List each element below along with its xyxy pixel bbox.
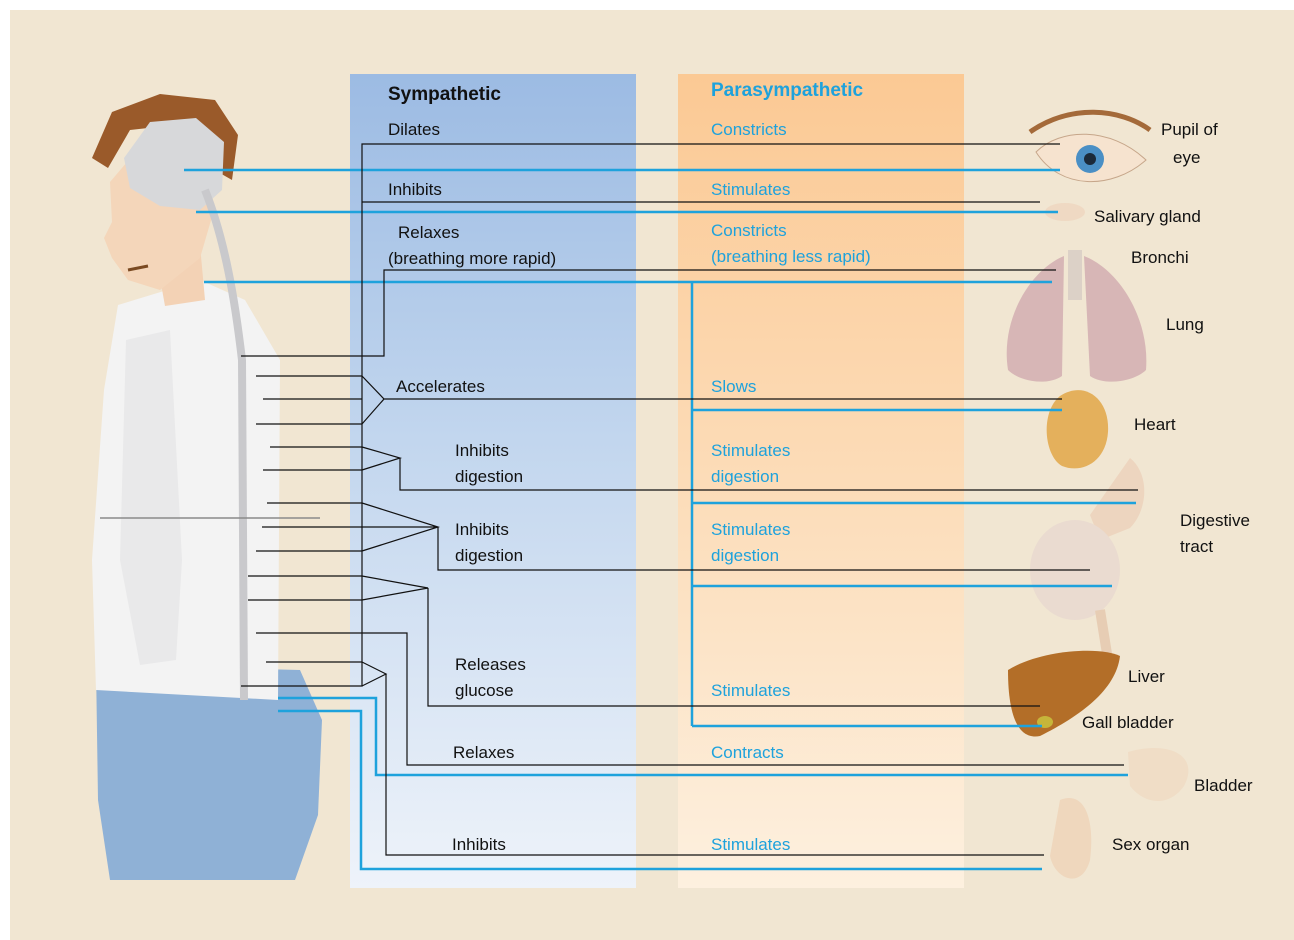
organ-label-liver: Liver — [1128, 664, 1165, 690]
parasympathetic-effect-eye: Constricts — [711, 117, 787, 143]
parasympathetic-effect-bronchi-line2: (breathing less rapid) — [711, 244, 871, 270]
sympathetic-effect-eye: Dilates — [388, 117, 440, 143]
organ-label-heart: Heart — [1134, 412, 1176, 438]
sympathetic-ganglia-stomach-inputs — [263, 447, 362, 470]
sympathetic-effect-bronchi-line2: (breathing more rapid) — [388, 246, 556, 272]
organ-label-salivary-gland: Salivary gland — [1094, 204, 1201, 230]
parasympathetic-effect-bladder: Contracts — [711, 740, 784, 766]
sympathetic-ganglia-heart-inputs — [256, 376, 362, 424]
parasympathetic-effect-stomach-line1: Stimulates — [711, 438, 790, 464]
organ-label-digestive-line1: Digestive — [1180, 508, 1250, 534]
sympathetic-trunk-and-eye — [241, 144, 1060, 686]
parasympathetic-effect-stomach-line2: digestion — [711, 464, 779, 490]
parasympathetic-effect-intestine-line1: Stimulates — [711, 517, 790, 543]
organ-label-digestive-line2: tract — [1180, 534, 1213, 560]
sympathetic-effect-salivary: Inhibits — [388, 177, 442, 203]
sympathetic-effect-bladder: Relaxes — [453, 740, 514, 766]
organ-label-bladder: Bladder — [1194, 773, 1253, 799]
organ-label-bronchi: Bronchi — [1131, 245, 1189, 271]
sympathetic-effect-bronchi-line1: Relaxes — [398, 220, 459, 246]
parasympathetic-nerve-sex — [278, 711, 1042, 869]
sympathetic-effect-sex: Inhibits — [452, 832, 506, 858]
sympathetic-effect-heart: Accelerates — [396, 374, 485, 400]
sympathetic-effect-stomach-line1: Inhibits — [455, 438, 509, 464]
organ-label-sex-organ: Sex organ — [1112, 832, 1190, 858]
organ-label-lung: Lung — [1166, 312, 1204, 338]
sympathetic-ganglia-intestine-inputs — [256, 503, 362, 551]
parasympathetic-nerve-lines — [184, 170, 1136, 869]
parasympathetic-effect-bronchi-line1: Constricts — [711, 218, 787, 244]
parasympathetic-effect-salivary: Stimulates — [711, 177, 790, 203]
parasympathetic-header: Parasympathetic — [711, 78, 863, 104]
organ-label-gall-bladder: Gall bladder — [1082, 710, 1174, 736]
sympathetic-ganglia-liver-inputs — [248, 576, 362, 600]
sympathetic-header: Sympathetic — [388, 82, 501, 108]
parasympathetic-effect-heart: Slows — [711, 374, 756, 400]
sympathetic-effect-intestine-line2: digestion — [455, 543, 523, 569]
sympathetic-effect-stomach-line2: digestion — [455, 464, 523, 490]
sympathetic-effect-liver-line2: glucose — [455, 678, 514, 704]
organ-label-pupil-line1: Pupil of — [1161, 117, 1218, 143]
organ-label-pupil-line2: eye — [1173, 145, 1200, 171]
sympathetic-effect-intestine-line1: Inhibits — [455, 517, 509, 543]
parasympathetic-effect-sex: Stimulates — [711, 832, 790, 858]
parasympathetic-nerve-bladder — [278, 698, 1128, 775]
sympathetic-effect-liver-line1: Releases — [455, 652, 526, 678]
parasympathetic-effect-intestine-line2: digestion — [711, 543, 779, 569]
parasympathetic-effect-gallbladder: Stimulates — [711, 678, 790, 704]
